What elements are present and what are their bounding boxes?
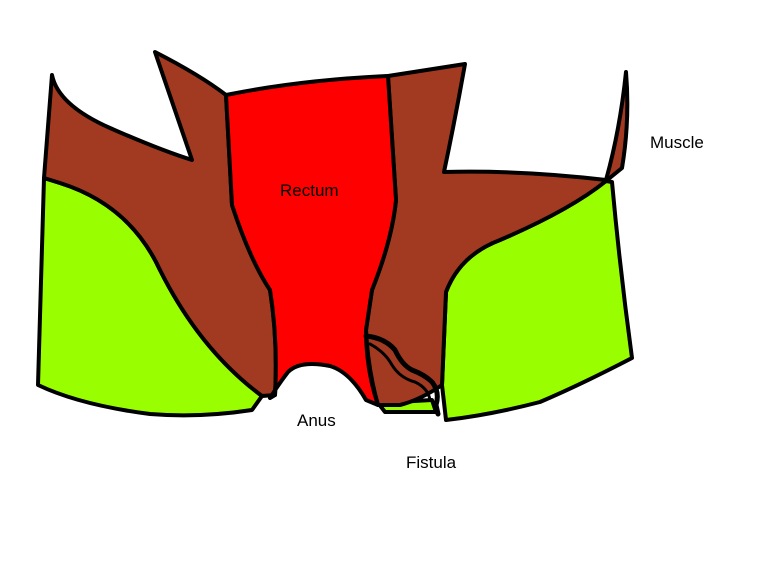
fistula-tract <box>363 333 441 417</box>
muscle-label: Muscle <box>650 133 704 152</box>
fistula-tract-inner <box>368 342 432 402</box>
anus-label: Anus <box>297 411 336 430</box>
rectum <box>224 74 398 407</box>
rectum-label: Rectum <box>280 181 339 200</box>
fistula-label: Fistula <box>406 453 457 472</box>
